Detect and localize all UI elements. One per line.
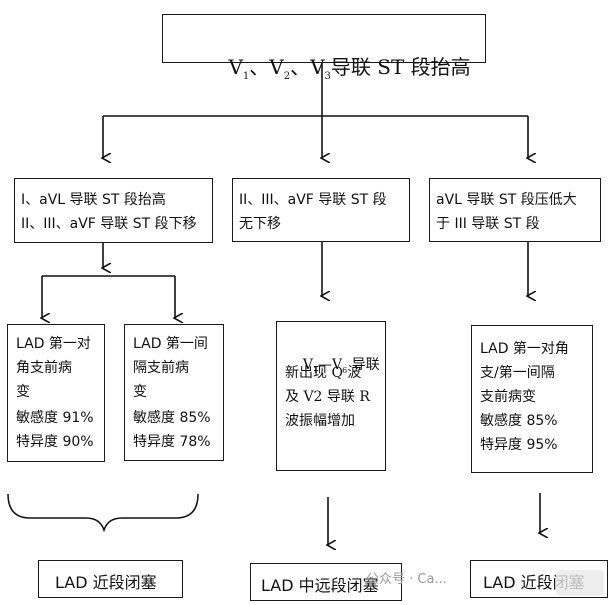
outcome-box-middle: LAD 中远段闭塞 [250, 563, 402, 601]
result-left-1-line: LAD 第一对 [16, 336, 91, 352]
result-right-line: LAD 第一对角 [480, 341, 569, 357]
result-middle-line-3: 及 V2 导联 R [285, 389, 370, 405]
result-left-1-specificity: 特异度 90% [16, 434, 94, 450]
result-box-middle: V1—V6 导联 新出现 Q 波 及 V2 导联 R 波振幅增加 [276, 321, 386, 471]
condition-right-line-1: aVL 导联 ST 段压低大 [436, 192, 577, 208]
condition-middle-line-2: 无下移 [239, 216, 281, 232]
top-title: V1、V2、V3导联 ST 段抬高 [228, 55, 471, 82]
result-left-2-sensitivity: 敏感度 85% [133, 410, 211, 426]
result-right-line: 支/第一间隔 [480, 365, 555, 381]
result-left-1-line: 变 [16, 384, 30, 400]
condition-box-middle: II、III、aVF 导联 ST 段 无下移 [232, 178, 410, 242]
result-right-specificity: 特异度 95% [480, 437, 558, 453]
result-right-sensitivity: 敏感度 85% [480, 413, 558, 429]
result-box-right: LAD 第一对角 支/第一间隔 支前病变 敏感度 85% 特异度 95% [471, 325, 593, 473]
condition-left-line-2: II、III、aVF 导联 ST 段下移 [21, 216, 197, 232]
result-left-2-line: 隔支前病 [133, 360, 189, 376]
result-right-line: 支前病变 [480, 389, 536, 405]
result-middle-line-4: 波振幅增加 [285, 413, 355, 429]
condition-right-line-2: 于 III 导联 ST 段 [436, 216, 540, 232]
outcome-box-left: LAD 近段闭塞 [38, 560, 183, 598]
watermark-text: 公众号 · Ca... [366, 572, 447, 587]
condition-box-left: I、aVL 导联 ST 段抬高 II、III、aVF 导联 ST 段下移 [14, 178, 213, 243]
top-box: V1、V2、V3导联 ST 段抬高 [162, 14, 486, 82]
outcome-left-label: LAD 近段闭塞 [55, 573, 157, 592]
result-left-2-line: 变 [133, 384, 147, 400]
result-left-2-line: LAD 第一间 [133, 336, 208, 352]
result-left-1-sensitivity: 敏感度 91% [16, 410, 94, 426]
outcome-middle-label: LAD 中远段闭塞 [261, 576, 379, 595]
result-box-left-1: LAD 第一对 角支前病 变 敏感度 91% 特异度 90% [7, 324, 105, 462]
watermark-logo-icon [556, 570, 604, 596]
result-left-1-line: 角支前病 [16, 360, 72, 376]
result-middle-line-1: V1—V6 导联 [302, 357, 380, 375]
result-left-2-specificity: 特异度 78% [133, 434, 211, 450]
result-middle-line-2: 新出现 Q 波 [285, 365, 362, 381]
condition-middle-line-1: II、III、aVF 导联 ST 段 [239, 192, 387, 208]
condition-left-line-1: I、aVL 导联 ST 段抬高 [21, 192, 166, 208]
condition-box-right: aVL 导联 ST 段压低大 于 III 导联 ST 段 [429, 178, 601, 242]
result-box-left-2: LAD 第一间 隔支前病 变 敏感度 85% 特异度 78% [124, 324, 224, 461]
